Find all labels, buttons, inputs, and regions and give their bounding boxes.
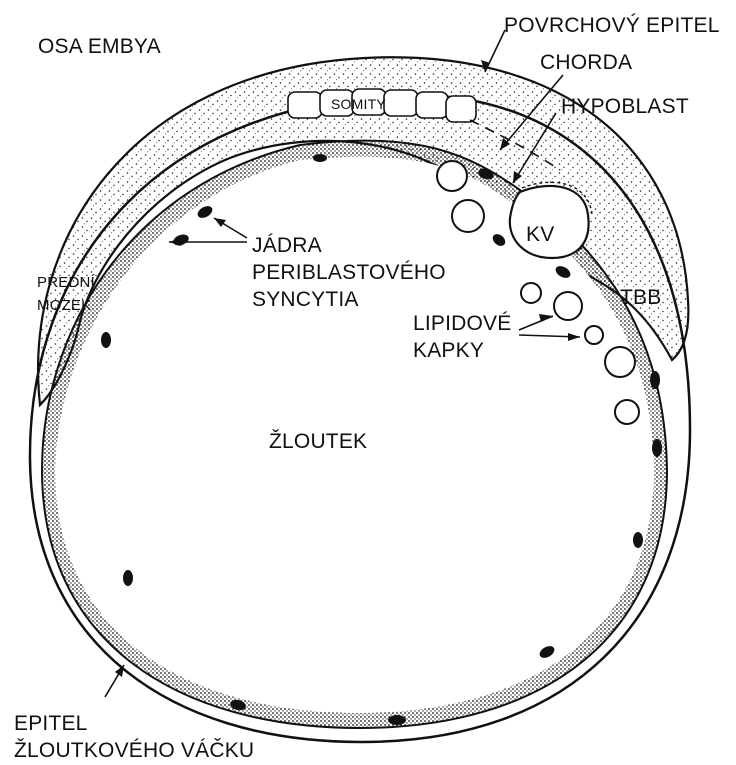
label-predni-line-1: PŘEDNÍ [37,271,95,294]
label-jadra-line-1: JÁDRA [252,233,446,260]
label-povrchovy-epitel: POVRCHOVÝ EPITEL [504,15,720,36]
label-epitel-zloutkoveho-vacku: EPITEL ŽLOUTKOVÉHO VÁČKU [14,710,254,765]
label-predni-line-2: MOZEK [37,294,95,317]
label-epitel-line-2: ŽLOUTKOVÉHO VÁČKU [14,737,254,764]
label-lipidove-kapky: LIPIDOVÉ KAPKY [413,311,511,365]
label-lipidove-line-1: LIPIDOVÉ [413,311,511,338]
label-jadra-line-3: SYNCYTIA [252,287,446,314]
label-chorda: CHORDA [540,52,632,73]
label-jadra-line-2: PERIBLASTOVÉHO [252,260,446,287]
label-somity: SOMITY [331,97,386,111]
label-kv: KV [526,224,554,245]
label-tbb: TBB [620,287,661,308]
label-jadra-periblastoveho-syncytia: JÁDRA PERIBLASTOVÉHO SYNCYTIA [252,233,446,314]
label-zloutek: ŽLOUTEK [269,431,367,452]
label-predni-mozek: PŘEDNÍ MOZEK [37,271,95,318]
label-hypoblast: HYPOBLAST [561,96,689,117]
label-epitel-line-1: EPITEL [14,710,254,737]
label-osa-embya: OSA EMBYA [38,36,161,57]
label-lipidove-line-2: KAPKY [413,338,511,365]
